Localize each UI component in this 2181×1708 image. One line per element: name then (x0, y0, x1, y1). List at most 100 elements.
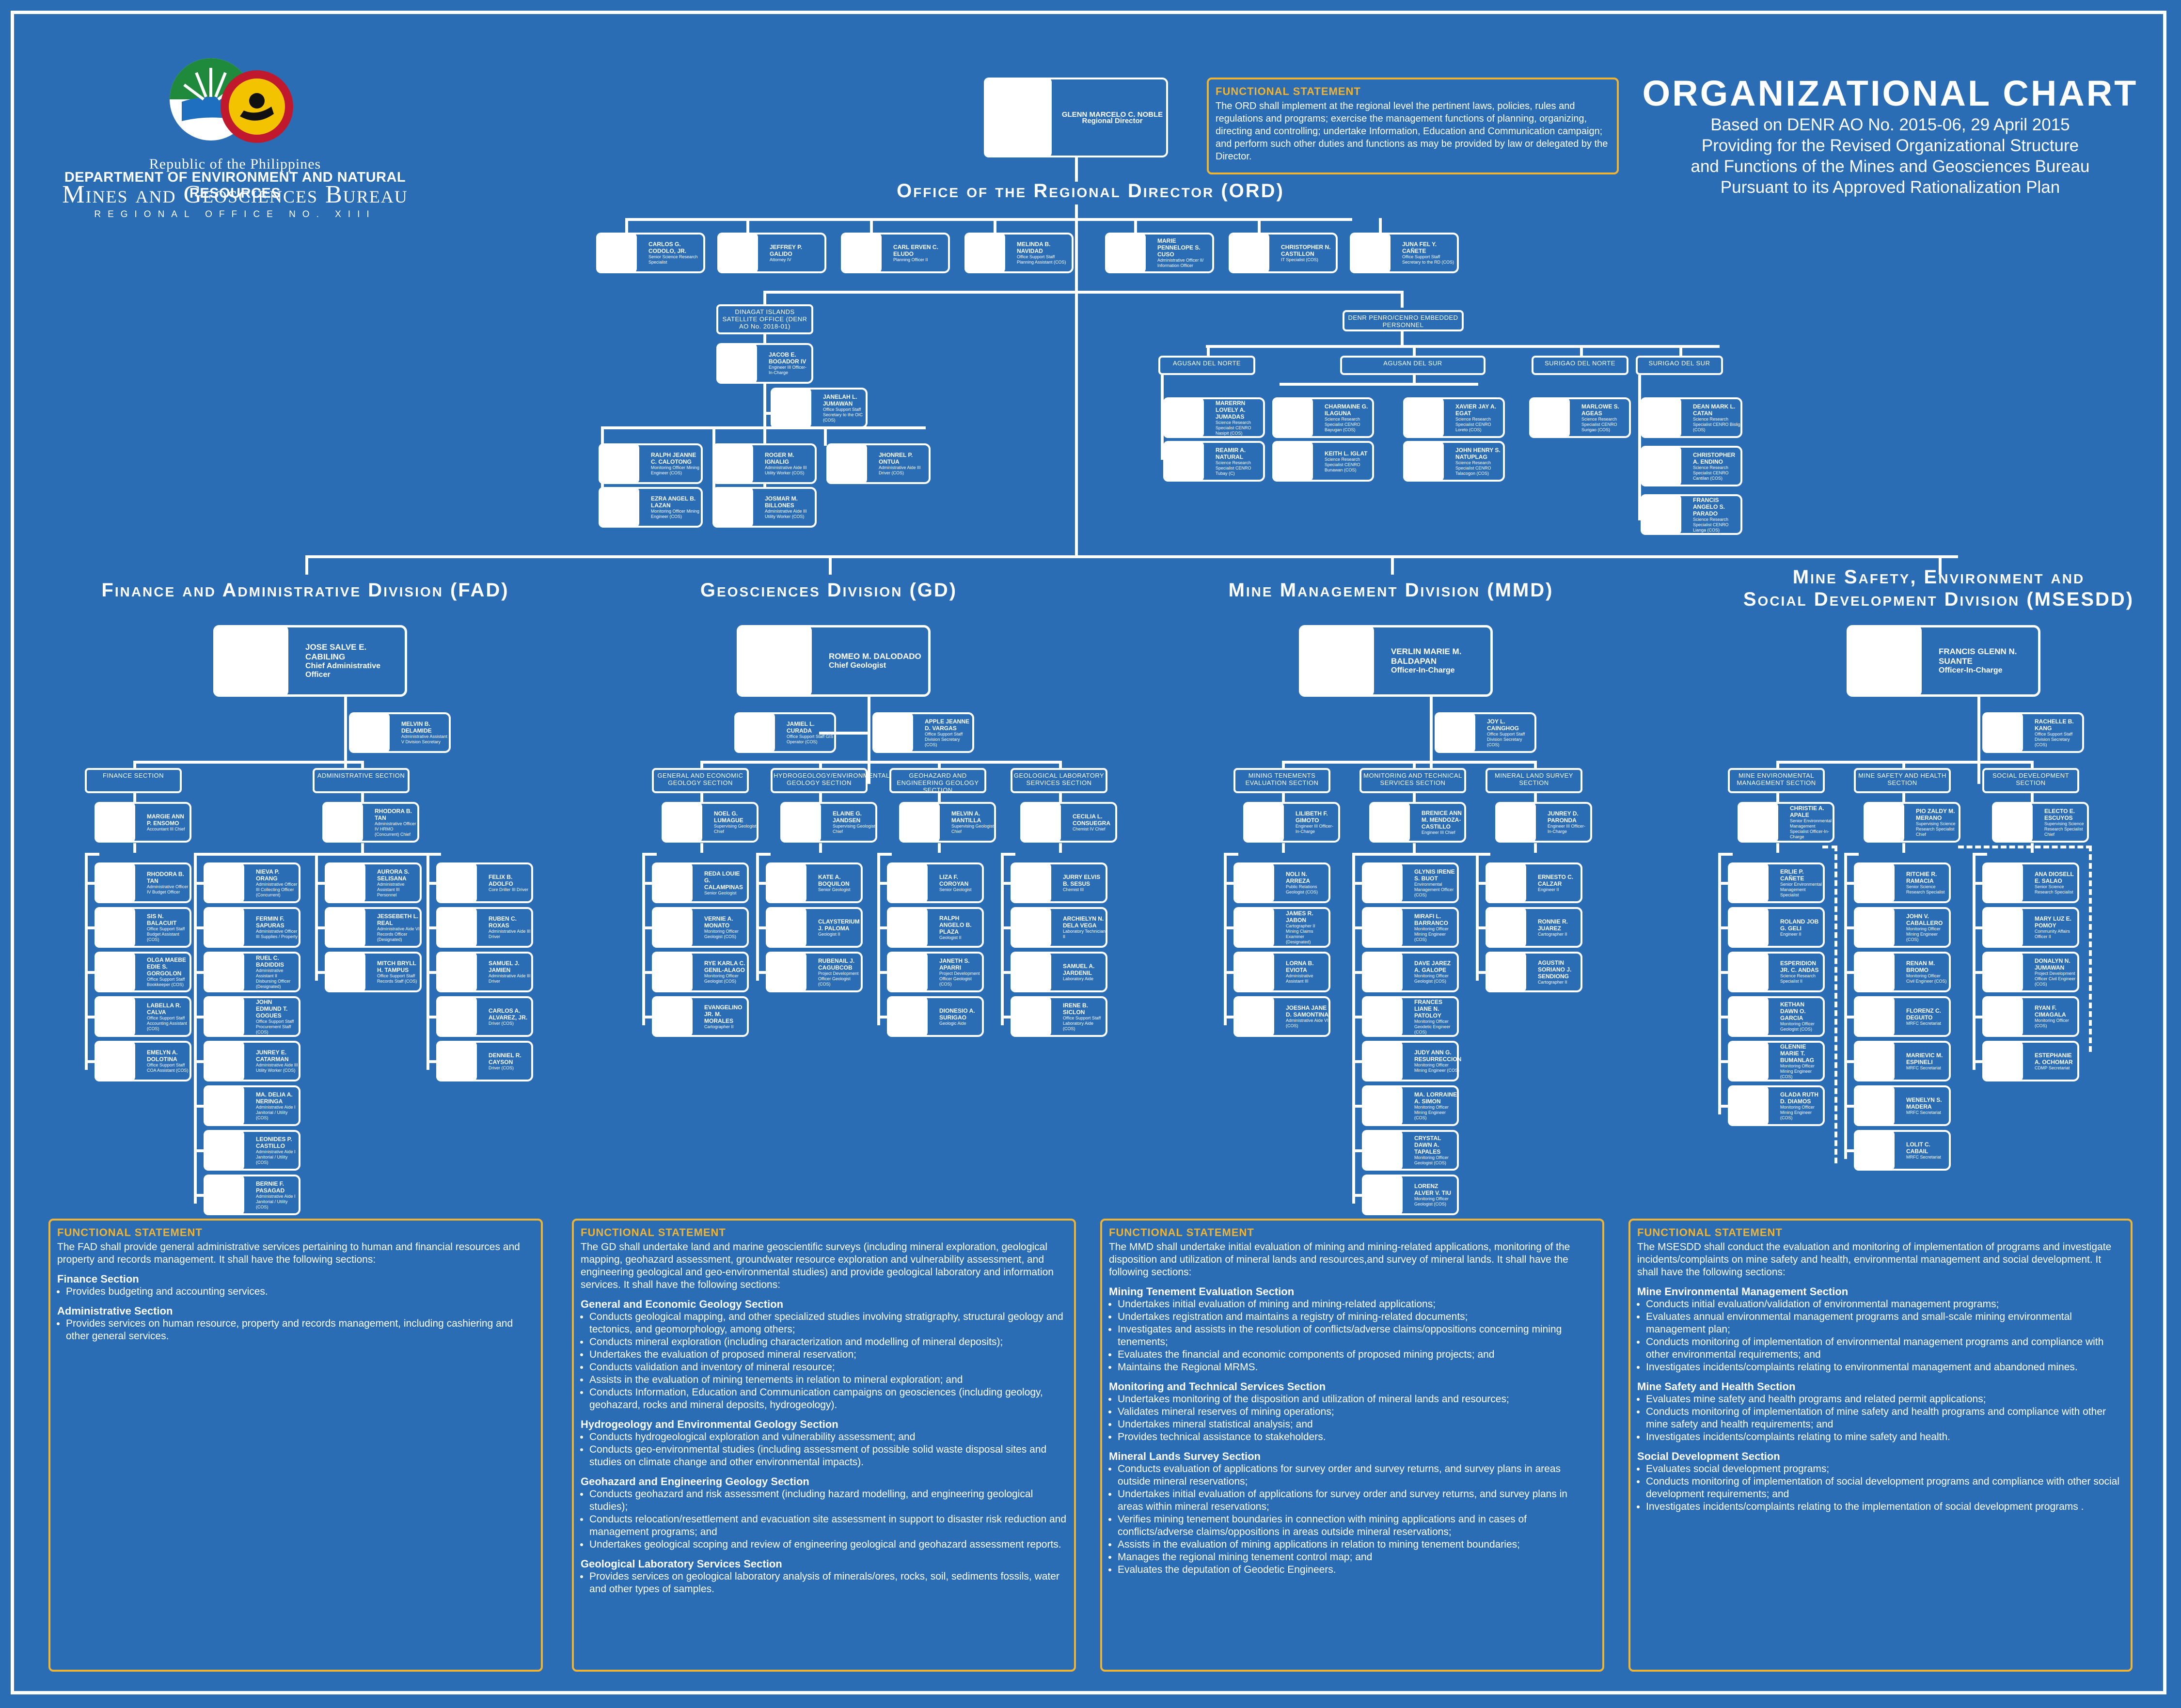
avatar (662, 802, 702, 843)
avatar (1362, 1085, 1403, 1126)
functional-item: Undertakes monitoring of the disposition… (1118, 1393, 1596, 1406)
connector-line (1401, 331, 1404, 346)
avatar (887, 952, 928, 992)
connector-line (194, 1016, 204, 1019)
person-position: Geologist II (818, 931, 840, 937)
person-position: Chemist IV Chief (1073, 826, 1106, 831)
connector-line (763, 412, 773, 415)
person-position: Supervising Science Research Specialist … (2044, 821, 2084, 837)
person-position: Administrative Officer IV HRMO (Concurre… (375, 821, 416, 837)
person-name: RHODORA B. TAN (375, 807, 412, 821)
connector-line (1776, 761, 1779, 769)
person-position: Community Affairs Officer II (2035, 929, 2070, 939)
functional-item: Undertakes the evaluation of proposed mi… (589, 1348, 1067, 1361)
avatar (95, 952, 135, 992)
connector-line (1844, 1016, 1854, 1019)
division-title: Mine Management Division (MMD) (1228, 580, 1554, 601)
connector-line (315, 882, 325, 885)
department-label: DEPARTMENT OF ENVIRONMENT AND NATURAL RE… (64, 170, 406, 201)
avatar (1854, 907, 1895, 948)
person-name: MARY LUZ E. POMOY (2035, 915, 2072, 929)
connector-line (361, 793, 364, 803)
person-position: Monitoring Officer Geologist (COS) (1780, 1021, 1815, 1032)
connector-line (1902, 761, 1905, 769)
functional-item: Provides technical assistance to stakeho… (1118, 1431, 1596, 1443)
person-name: EZRA ANGEL B. LAZAN (651, 495, 696, 509)
connector-line (763, 291, 766, 305)
division-title: Finance and Administrative Division (FAD… (101, 580, 509, 601)
avatar (1233, 862, 1274, 903)
avatar (436, 996, 477, 1037)
avatar (436, 907, 477, 948)
penro-label: DENR PENRO/CENRO EMBEDDED PERSONNEL (1343, 310, 1464, 331)
connector-line (1352, 853, 1355, 1204)
person-name: FLORENZ C. DEGUITO (1906, 1007, 1941, 1021)
avatar (652, 862, 693, 903)
connector-line (1224, 971, 1233, 974)
avatar (1362, 1041, 1403, 1081)
connector-line (1844, 1060, 1854, 1063)
person-position: Office Support Staff Division Secretary … (925, 731, 963, 747)
connector-line (1902, 843, 1905, 853)
person-name: JUNREY D. PARONDA (1548, 810, 1579, 824)
person-name: RYAN F. CIMAGALA (2035, 1004, 2066, 1018)
connector-line (756, 882, 766, 885)
person-name: VERNIE A. MONATO (704, 915, 733, 929)
functional-item: Maintains the Regional MRMS. (1118, 1361, 1596, 1374)
avatar (213, 625, 288, 697)
person-name: CARLOS A. ALVAREZ, JR. (489, 1007, 528, 1021)
connector-line (344, 697, 347, 784)
connector-line (85, 1060, 95, 1063)
person-position: Administrative Officer III Collecting Of… (256, 881, 298, 897)
avatar (596, 233, 637, 273)
functional-list: Conducts evaluation of applications for … (1109, 1463, 1596, 1576)
person-name: JOHN EDMUND T. GOGUES (256, 998, 288, 1019)
person-position: Monitoring Officer Mining Engineer (COS) (1414, 1063, 1460, 1073)
connector-line (133, 793, 136, 803)
connector-line (642, 971, 652, 974)
connector-line (1476, 882, 1486, 885)
avatar (1020, 802, 1061, 843)
functional-item: Provides budgeting and accounting servic… (66, 1285, 534, 1298)
person-position: Office Support Staff Budget Assistant (C… (147, 926, 185, 942)
subtitle-line: Pursuant to its Approved Rationalization… (1720, 178, 2060, 197)
person-name: MA. DELIA A. NERINGA (256, 1091, 293, 1105)
avatar (766, 907, 806, 948)
avatar (325, 907, 365, 948)
connector-line (756, 853, 759, 981)
bureau-label: Mines and Geosciences Bureau (62, 181, 408, 208)
connector-line (1352, 1194, 1362, 1197)
avatar (887, 907, 928, 948)
person-position: Administrative Assistant V Division Secr… (401, 734, 448, 744)
functional-item: Evaluates the financial and economic com… (1118, 1348, 1596, 1361)
avatar (826, 443, 867, 484)
functional-item: Conducts monitoring of implementation of… (1646, 1475, 2124, 1501)
connector-line (700, 761, 1062, 764)
person-name: BERNIE F. PASAGAD (256, 1180, 285, 1194)
person-position: Science Research Specialist CENRO Bayuga… (1325, 416, 1360, 432)
connector-line (938, 793, 941, 803)
functional-item: Investigates incidents/complaints relati… (1646, 1501, 2124, 1513)
connector-line (133, 761, 136, 769)
person-position: Senior Environmental Management Speciali… (1790, 818, 1832, 839)
connector-line (1413, 793, 1416, 803)
person-position: Driver (COS) (489, 1020, 514, 1026)
person-name: RUBEN C. ROXAS (489, 915, 517, 929)
person-position: Senior Environmental Management Speciali… (1780, 881, 1822, 897)
